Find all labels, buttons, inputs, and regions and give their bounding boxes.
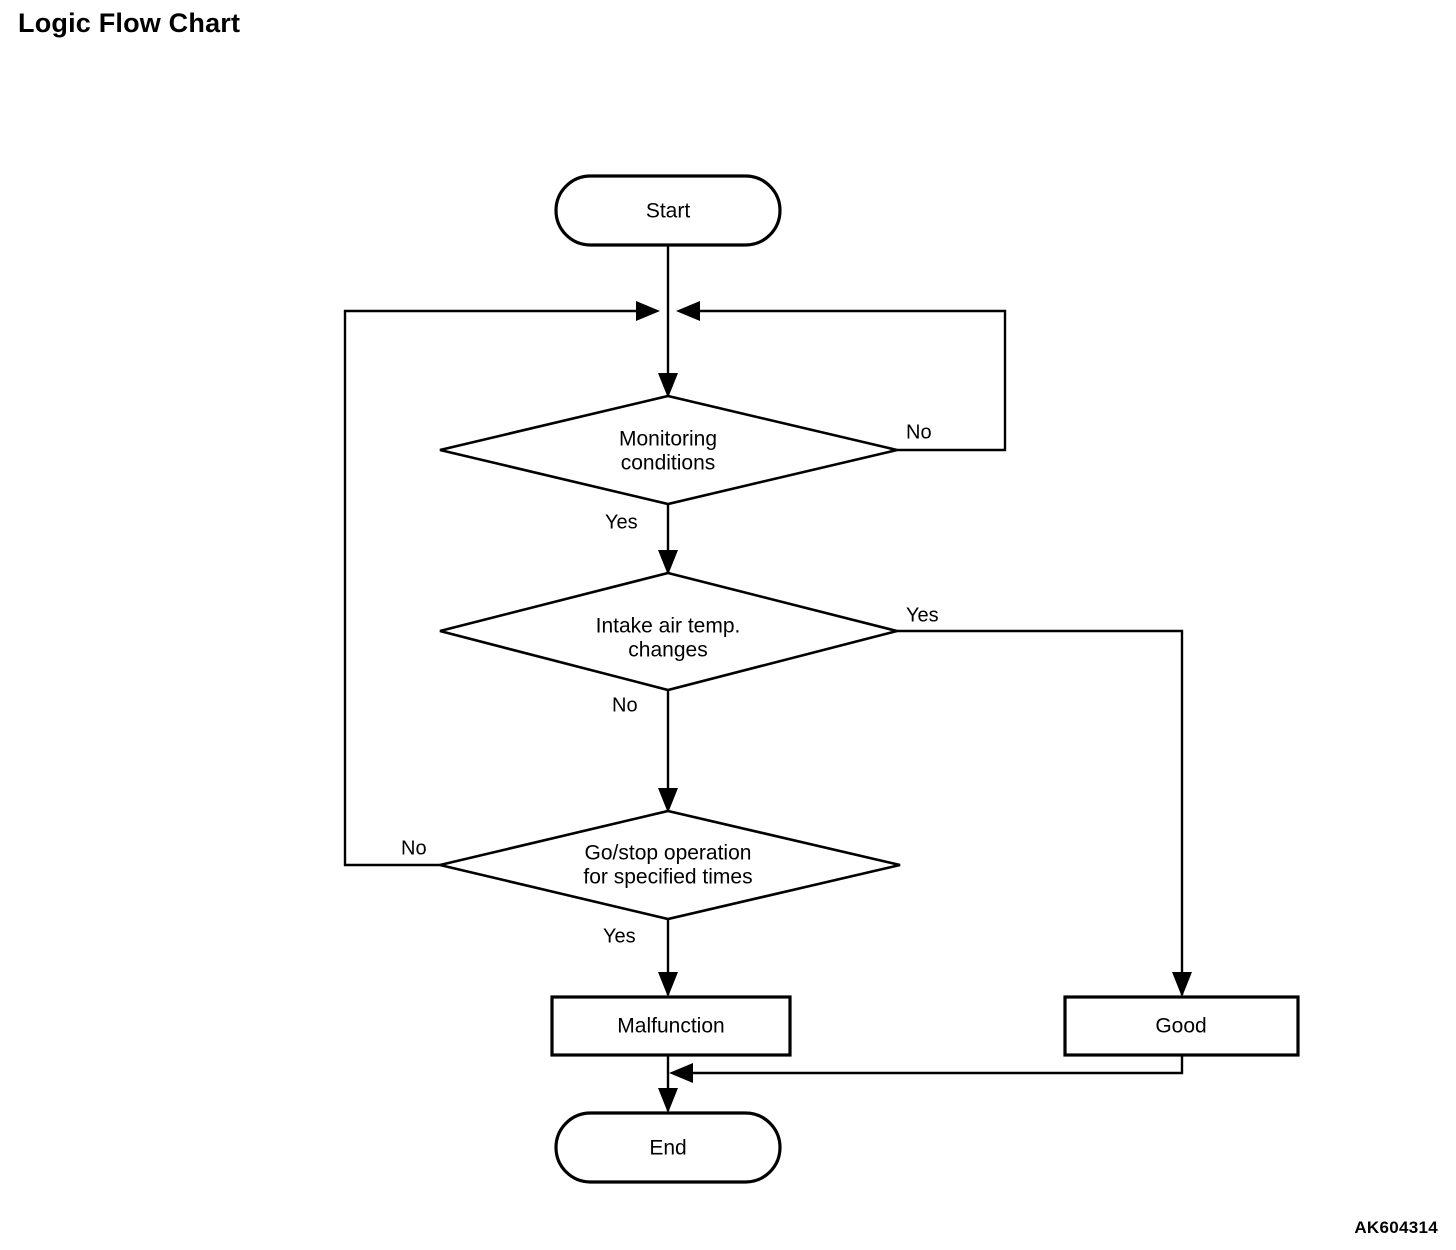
node-end[interactable]: End	[554, 1111, 782, 1184]
node-malfunction[interactable]: Malfunction	[550, 995, 792, 1057]
edge-label-gostop-no: No	[401, 837, 427, 859]
node-gostop-operation[interactable]: Go/stop operation for specified times	[439, 809, 901, 921]
node-gostop-operation-label-line2: for specified times	[583, 866, 752, 889]
node-start-label: Start	[646, 200, 691, 223]
node-intake-air-temp[interactable]: Intake air temp. changes	[439, 571, 898, 692]
node-start-shape[interactable]	[554, 174, 782, 247]
node-monitoring-conditions-label-line2: conditions	[621, 452, 716, 475]
edge-layer: No No Yes Yes No Yes	[343, 245, 1192, 1113]
node-monitoring-conditions-label-line1: Monitoring	[619, 428, 717, 451]
arrowhead-down-gostop	[658, 788, 678, 813]
edge-label-monitoring-no: No	[906, 421, 932, 443]
arrowhead-down-malfunction	[658, 972, 678, 997]
node-start[interactable]: Start	[554, 174, 782, 247]
edge-label-intake-yes: Yes	[906, 604, 939, 626]
edge-gostop-yes: Yes	[603, 919, 678, 997]
edge-monitoring-yes: Yes	[605, 504, 678, 575]
arrowhead-down-good	[1172, 972, 1192, 997]
node-gostop-operation-shape[interactable]	[439, 809, 901, 921]
node-intake-air-temp-shape[interactable]	[439, 571, 898, 692]
edge-label-monitoring-yes: Yes	[605, 511, 638, 533]
arrowhead-down-intake	[658, 550, 678, 575]
edge-intake-no: No	[612, 690, 678, 813]
edge-line-good-end	[687, 1055, 1184, 1075]
figure-code: AK604314	[1354, 1218, 1438, 1237]
edge-line-gostop-no	[343, 309, 642, 867]
edge-start-to-monitoring	[658, 245, 678, 398]
edge-intake-yes: Yes	[897, 604, 1192, 997]
node-intake-air-temp-label-line1: Intake air temp.	[596, 615, 741, 638]
node-good[interactable]: Good	[1063, 995, 1300, 1057]
page-title: Logic Flow Chart	[18, 8, 241, 38]
arrowhead-down-monitoring	[658, 373, 678, 398]
node-good-label: Good	[1155, 1015, 1206, 1038]
node-malfunction-shape[interactable]	[550, 995, 792, 1057]
node-layer: Start Monitoring conditions Intake air t…	[439, 174, 1300, 1184]
node-end-shape[interactable]	[554, 1111, 782, 1184]
edge-monitoring-no-loop: No	[676, 301, 1007, 452]
arrowhead-left-junction	[676, 301, 700, 321]
arrowhead-right-junction	[636, 301, 660, 321]
node-malfunction-label: Malfunction	[617, 1015, 724, 1038]
edge-line-intake-yes	[897, 629, 1184, 995]
edge-line-monitoring-no	[694, 309, 1007, 452]
node-gostop-operation-label-line1: Go/stop operation	[585, 842, 752, 865]
arrowhead-down-end	[658, 1088, 678, 1113]
arrowhead-left-end-merge	[669, 1063, 693, 1083]
node-end-label: End	[649, 1137, 686, 1160]
edge-label-gostop-yes: Yes	[603, 925, 636, 947]
node-monitoring-conditions[interactable]: Monitoring conditions	[439, 394, 898, 506]
edge-label-intake-no: No	[612, 694, 638, 716]
node-monitoring-conditions-shape[interactable]	[439, 394, 898, 506]
edge-good-to-end	[669, 1055, 1184, 1083]
node-good-shape[interactable]	[1063, 995, 1300, 1057]
edge-gostop-no-loop: No	[343, 301, 660, 867]
edge-malfunction-to-end	[658, 1055, 678, 1113]
node-intake-air-temp-label-line2: changes	[628, 639, 707, 662]
